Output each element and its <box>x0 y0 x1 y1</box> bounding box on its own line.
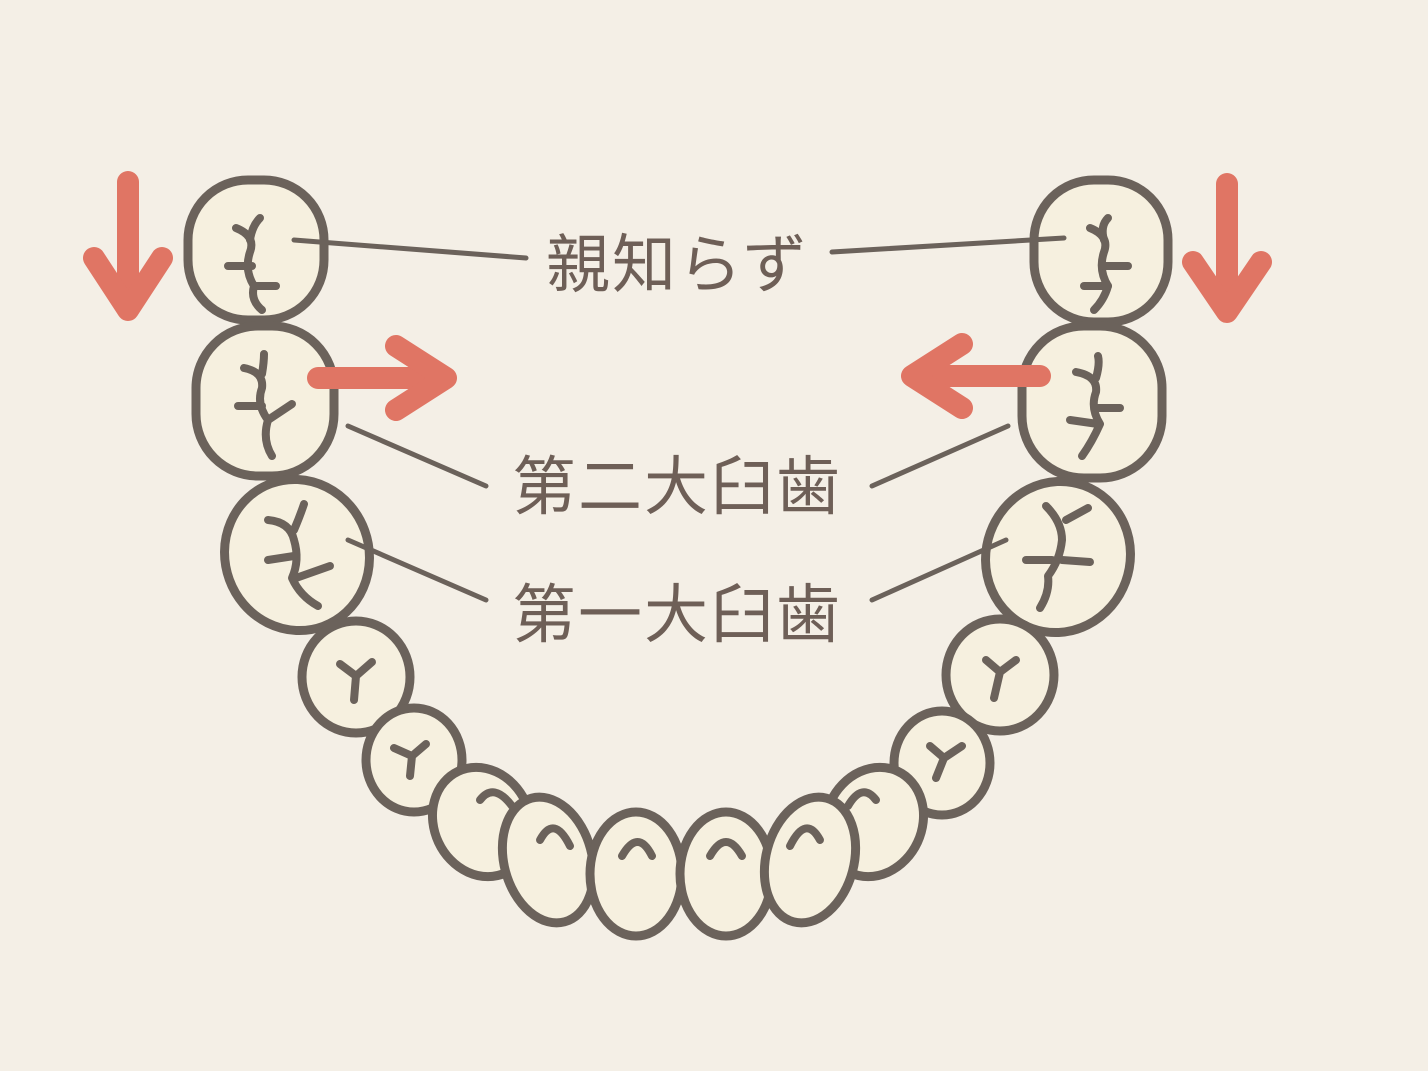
right-second-molar-groove <box>1066 352 1124 460</box>
second-molar-label: 第二大臼歯 <box>512 451 842 525</box>
left-down-arrow <box>83 171 173 321</box>
right-lateral-incisor-mark <box>786 824 824 850</box>
left-wisdom-groove <box>224 214 280 314</box>
leader-right-wisdom <box>829 235 1067 255</box>
right-wisdom-groove <box>1080 214 1132 314</box>
left-wisdom-tooth <box>183 175 329 325</box>
left-canine-mark <box>476 788 516 810</box>
leader-right-second-molar <box>869 423 1011 489</box>
first-molar-label: 第一大臼歯 <box>512 579 842 653</box>
leader-left-wisdom <box>291 237 529 261</box>
right-first-molar-groove <box>1022 502 1094 612</box>
left-central-incisor <box>585 807 687 941</box>
right-first-premolar-groove <box>926 742 966 782</box>
left-second-molar-groove <box>234 350 296 460</box>
right-central-incisor <box>675 807 777 941</box>
leader-left-first-molar <box>345 537 489 603</box>
left-second-premolar-groove <box>336 658 376 704</box>
right-down-arrow <box>1182 173 1272 323</box>
right-second-premolar-groove <box>982 656 1020 702</box>
right-central-incisor-mark <box>706 838 746 860</box>
wisdom-tooth-label: 親知らず <box>546 229 809 303</box>
right-left-arrow <box>901 333 1051 419</box>
left-right-arrow <box>307 335 457 421</box>
leader-left-second-molar <box>345 423 489 489</box>
left-first-molar-groove <box>264 500 334 610</box>
right-canine-mark <box>844 788 880 810</box>
left-first-premolar-groove <box>390 740 430 780</box>
left-lateral-incisor-mark <box>536 824 574 850</box>
left-central-incisor-mark <box>618 838 656 860</box>
left-second-molar <box>191 321 339 481</box>
leader-right-first-molar <box>869 537 1009 603</box>
right-lateral-incisor <box>759 792 861 928</box>
